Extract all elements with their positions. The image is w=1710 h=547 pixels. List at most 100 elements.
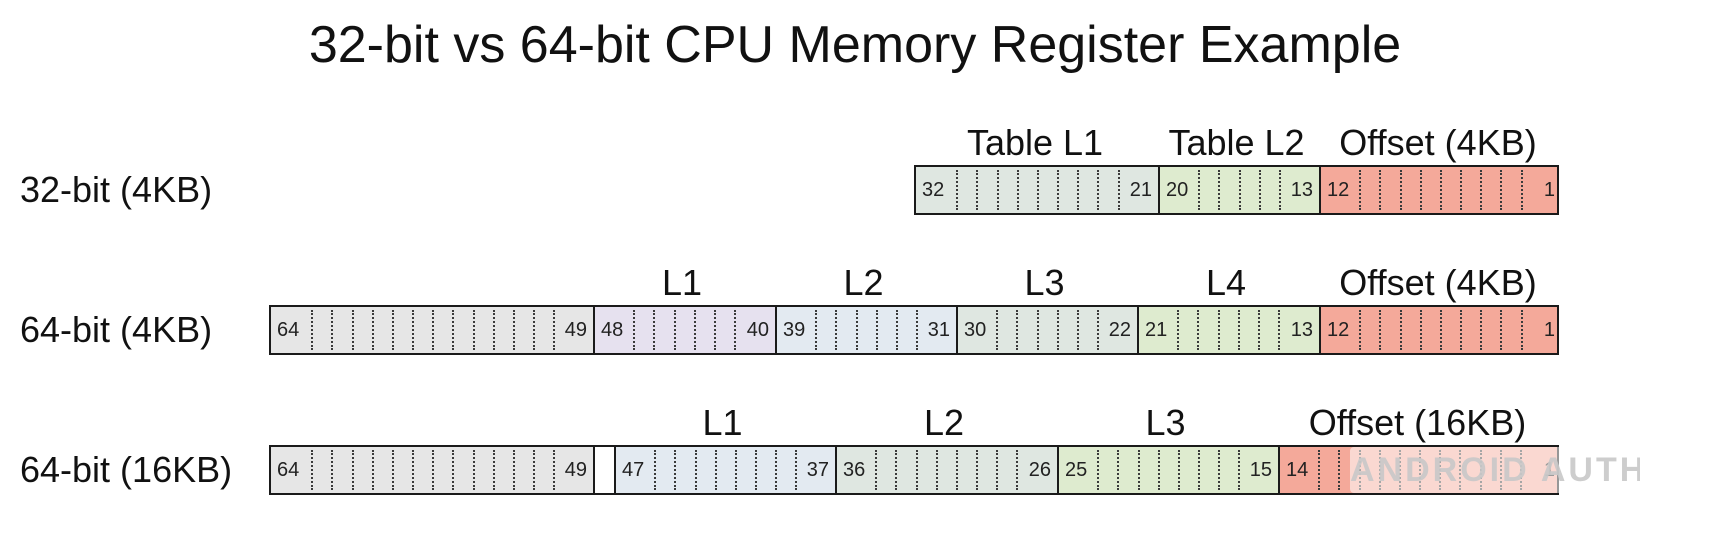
bit-number-end: 40 <box>746 318 769 341</box>
bit-divider <box>1037 170 1039 210</box>
bit-number-end: 1 <box>1543 318 1555 341</box>
bit-divider <box>1016 310 1018 350</box>
bit-divider <box>1238 310 1240 350</box>
bit-divider <box>1259 170 1261 210</box>
bit-divider <box>553 450 555 490</box>
bit-divider <box>1198 450 1200 490</box>
bit-divider <box>432 310 434 350</box>
bit-number-start: 39 <box>783 318 806 341</box>
field-header: L3 <box>1145 402 1186 443</box>
bit-divider <box>331 310 333 350</box>
bit-number-end: 15 <box>1249 458 1272 481</box>
bit-divider <box>1057 310 1059 350</box>
bit-divider <box>452 310 454 350</box>
bit-divider <box>715 450 717 490</box>
bit-divider <box>1420 170 1422 210</box>
bit-divider <box>815 310 817 350</box>
bit-divider <box>493 310 495 350</box>
bit-divider <box>1480 170 1482 210</box>
bit-divider <box>1239 170 1241 210</box>
bit-divider <box>916 450 918 490</box>
bit-divider <box>1097 170 1099 210</box>
bit-divider <box>352 450 354 490</box>
bit-field-segment <box>593 447 614 493</box>
bit-number-start: 14 <box>1286 458 1309 481</box>
bit-divider <box>835 310 837 350</box>
bit-divider <box>533 450 535 490</box>
bit-divider <box>1077 310 1079 350</box>
bit-divider <box>896 310 898 350</box>
bit-divider <box>1037 310 1039 350</box>
bit-divider <box>1177 310 1179 350</box>
bit-divider <box>1097 310 1099 350</box>
bit-divider <box>1198 170 1200 210</box>
bit-divider <box>1480 310 1482 350</box>
bit-divider <box>412 310 414 350</box>
bit-divider <box>1118 170 1120 210</box>
bit-divider <box>493 450 495 490</box>
bit-divider <box>1460 310 1462 350</box>
bit-divider <box>735 450 737 490</box>
bit-divider <box>795 450 797 490</box>
bit-divider <box>311 310 313 350</box>
bit-field-segment: 39 31 <box>775 307 956 353</box>
bit-number-end: 49 <box>564 318 587 341</box>
bit-divider <box>1460 170 1462 210</box>
bit-divider <box>553 310 555 350</box>
bit-number-start: 36 <box>843 458 866 481</box>
bit-number-end: 31 <box>927 318 950 341</box>
bit-divider <box>875 450 877 490</box>
bit-divider <box>1016 450 1018 490</box>
bit-divider <box>1178 450 1180 490</box>
bit-divider <box>473 310 475 350</box>
bit-divider <box>1238 450 1240 490</box>
bit-number-end: 26 <box>1028 458 1051 481</box>
row-label: 64-bit (4KB) <box>20 309 213 350</box>
bit-divider <box>956 450 958 490</box>
bit-divider <box>976 170 978 210</box>
field-header: L2 <box>843 262 884 303</box>
bit-divider <box>734 310 736 350</box>
bit-divider <box>1057 170 1059 210</box>
watermark-logo: ANDROID AUTHORITY <box>1350 447 1640 493</box>
bit-divider <box>1218 170 1220 210</box>
bit-divider <box>1379 310 1381 350</box>
bit-divider <box>473 450 475 490</box>
bit-divider <box>1400 310 1402 350</box>
bit-number-start: 64 <box>277 458 300 481</box>
bit-divider <box>1338 450 1340 490</box>
bit-number-start: 47 <box>622 458 645 481</box>
bit-divider <box>1158 450 1160 490</box>
bit-divider <box>1218 310 1220 350</box>
row-label: 32-bit (4KB) <box>20 169 213 210</box>
bit-divider <box>653 310 655 350</box>
bit-divider <box>1521 170 1523 210</box>
field-header: L3 <box>1024 262 1065 303</box>
bit-divider <box>392 450 394 490</box>
bit-divider <box>1500 310 1502 350</box>
bit-divider <box>1440 170 1442 210</box>
bit-divider <box>956 170 958 210</box>
bit-divider <box>775 450 777 490</box>
bit-number-start: 21 <box>1145 318 1168 341</box>
bit-divider <box>1521 310 1523 350</box>
bit-divider <box>372 310 374 350</box>
field-header: L4 <box>1205 262 1247 303</box>
bit-number-end: 22 <box>1108 318 1131 341</box>
bit-divider <box>996 450 998 490</box>
bit-divider <box>856 310 858 350</box>
bit-divider <box>533 310 535 350</box>
field-header: Table L2 <box>1168 122 1305 163</box>
bit-divider <box>1197 310 1199 350</box>
bit-divider <box>997 170 999 210</box>
bit-divider <box>916 310 918 350</box>
